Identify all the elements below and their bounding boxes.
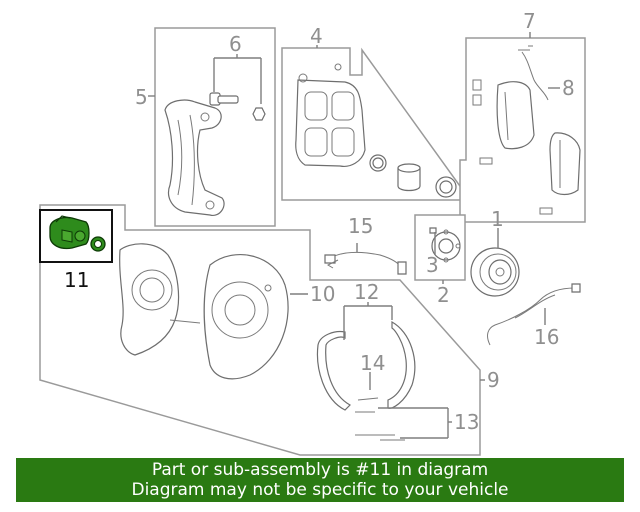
dust-shield-drawing [203, 254, 289, 380]
banner-line-2: Diagram may not be specific to your vehi… [131, 480, 509, 500]
callout-14: 14 [360, 351, 385, 375]
callout-7: 7 [523, 9, 536, 33]
guide-pin-bolt-drawing [209, 92, 266, 121]
callout-11: 11 [64, 268, 89, 292]
callout-8: 8 [562, 76, 575, 100]
knuckle-drawing [119, 243, 201, 356]
brake-pads-drawing [472, 45, 581, 215]
banner-line-1: Part or sub-assembly is #11 in diagram [151, 460, 489, 480]
callout-10: 10 [310, 282, 335, 306]
callout-3: 3 [426, 253, 439, 277]
brake-rotor-drawing [470, 247, 520, 297]
hub-drawing [429, 227, 461, 263]
callout-12: 12 [354, 280, 379, 304]
callout-15: 15 [348, 214, 373, 238]
callout-2: 2 [437, 283, 450, 307]
parking-brake-cable-drawing [487, 283, 581, 346]
callout-16: 16 [534, 325, 559, 349]
callout-6: 6 [229, 32, 242, 56]
callout-4: 4 [310, 24, 323, 48]
wheel-cylinder-drawing [49, 215, 106, 252]
callout-1: 1 [491, 207, 504, 231]
parking-brake-shoes-drawing [316, 320, 416, 441]
callout-5: 5 [135, 85, 148, 109]
caliper-drawing [295, 63, 457, 198]
caliper-bracket-drawing [164, 99, 225, 217]
callout-9: 9 [487, 368, 500, 392]
info-banner: Part or sub-assembly is #11 in diagram D… [16, 458, 624, 502]
callout-13: 13 [454, 410, 479, 434]
brake-hose-drawing [324, 251, 407, 275]
